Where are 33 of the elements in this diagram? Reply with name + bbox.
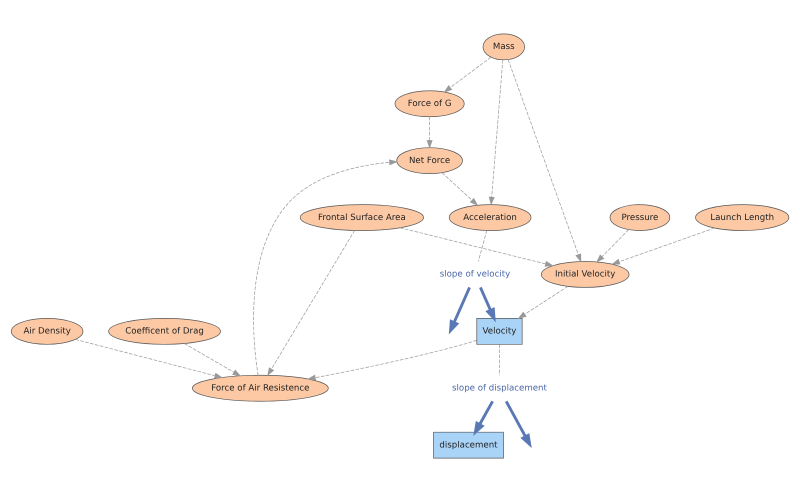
- node-box: displacement: [433, 432, 504, 458]
- arrow: [488, 60, 504, 206]
- node-ellipse: Frontal Surface Area: [300, 204, 424, 231]
- arrow: [184, 343, 242, 376]
- node-ellipse: Force of G: [394, 90, 465, 118]
- node-text: slope of displacement: [452, 383, 547, 394]
- node-text: slope of velocity: [440, 270, 510, 280]
- arrow: [473, 400, 494, 436]
- node-ellipse: Pressure: [610, 204, 670, 231]
- arrow: [267, 230, 355, 376]
- arrow: [253, 159, 398, 376]
- arrow: [75, 339, 224, 379]
- arrow: [448, 286, 471, 335]
- arrow: [307, 340, 478, 381]
- arrow: [611, 228, 715, 264]
- connector: [478, 230, 488, 262]
- node-ellipse: Launch Length: [695, 204, 790, 231]
- arrow: [518, 286, 568, 319]
- arrow: [596, 229, 629, 263]
- node-box: Velocity: [476, 318, 523, 345]
- connector: [499, 344, 500, 376]
- arrow: [400, 227, 554, 267]
- arrow: [508, 59, 582, 263]
- arrow: [504, 400, 532, 448]
- arrow: [444, 56, 492, 93]
- node-ellipse: Coefficent of Drag: [108, 318, 221, 345]
- arrow: [479, 286, 496, 322]
- node-ellipse: Air Density: [10, 318, 84, 345]
- arrow: [442, 172, 478, 206]
- arrow: [426, 116, 433, 149]
- node-ellipse: Net Force: [396, 147, 463, 174]
- node-ellipse: Mass: [482, 34, 525, 60]
- node-ellipse: Acceleration: [448, 204, 532, 231]
